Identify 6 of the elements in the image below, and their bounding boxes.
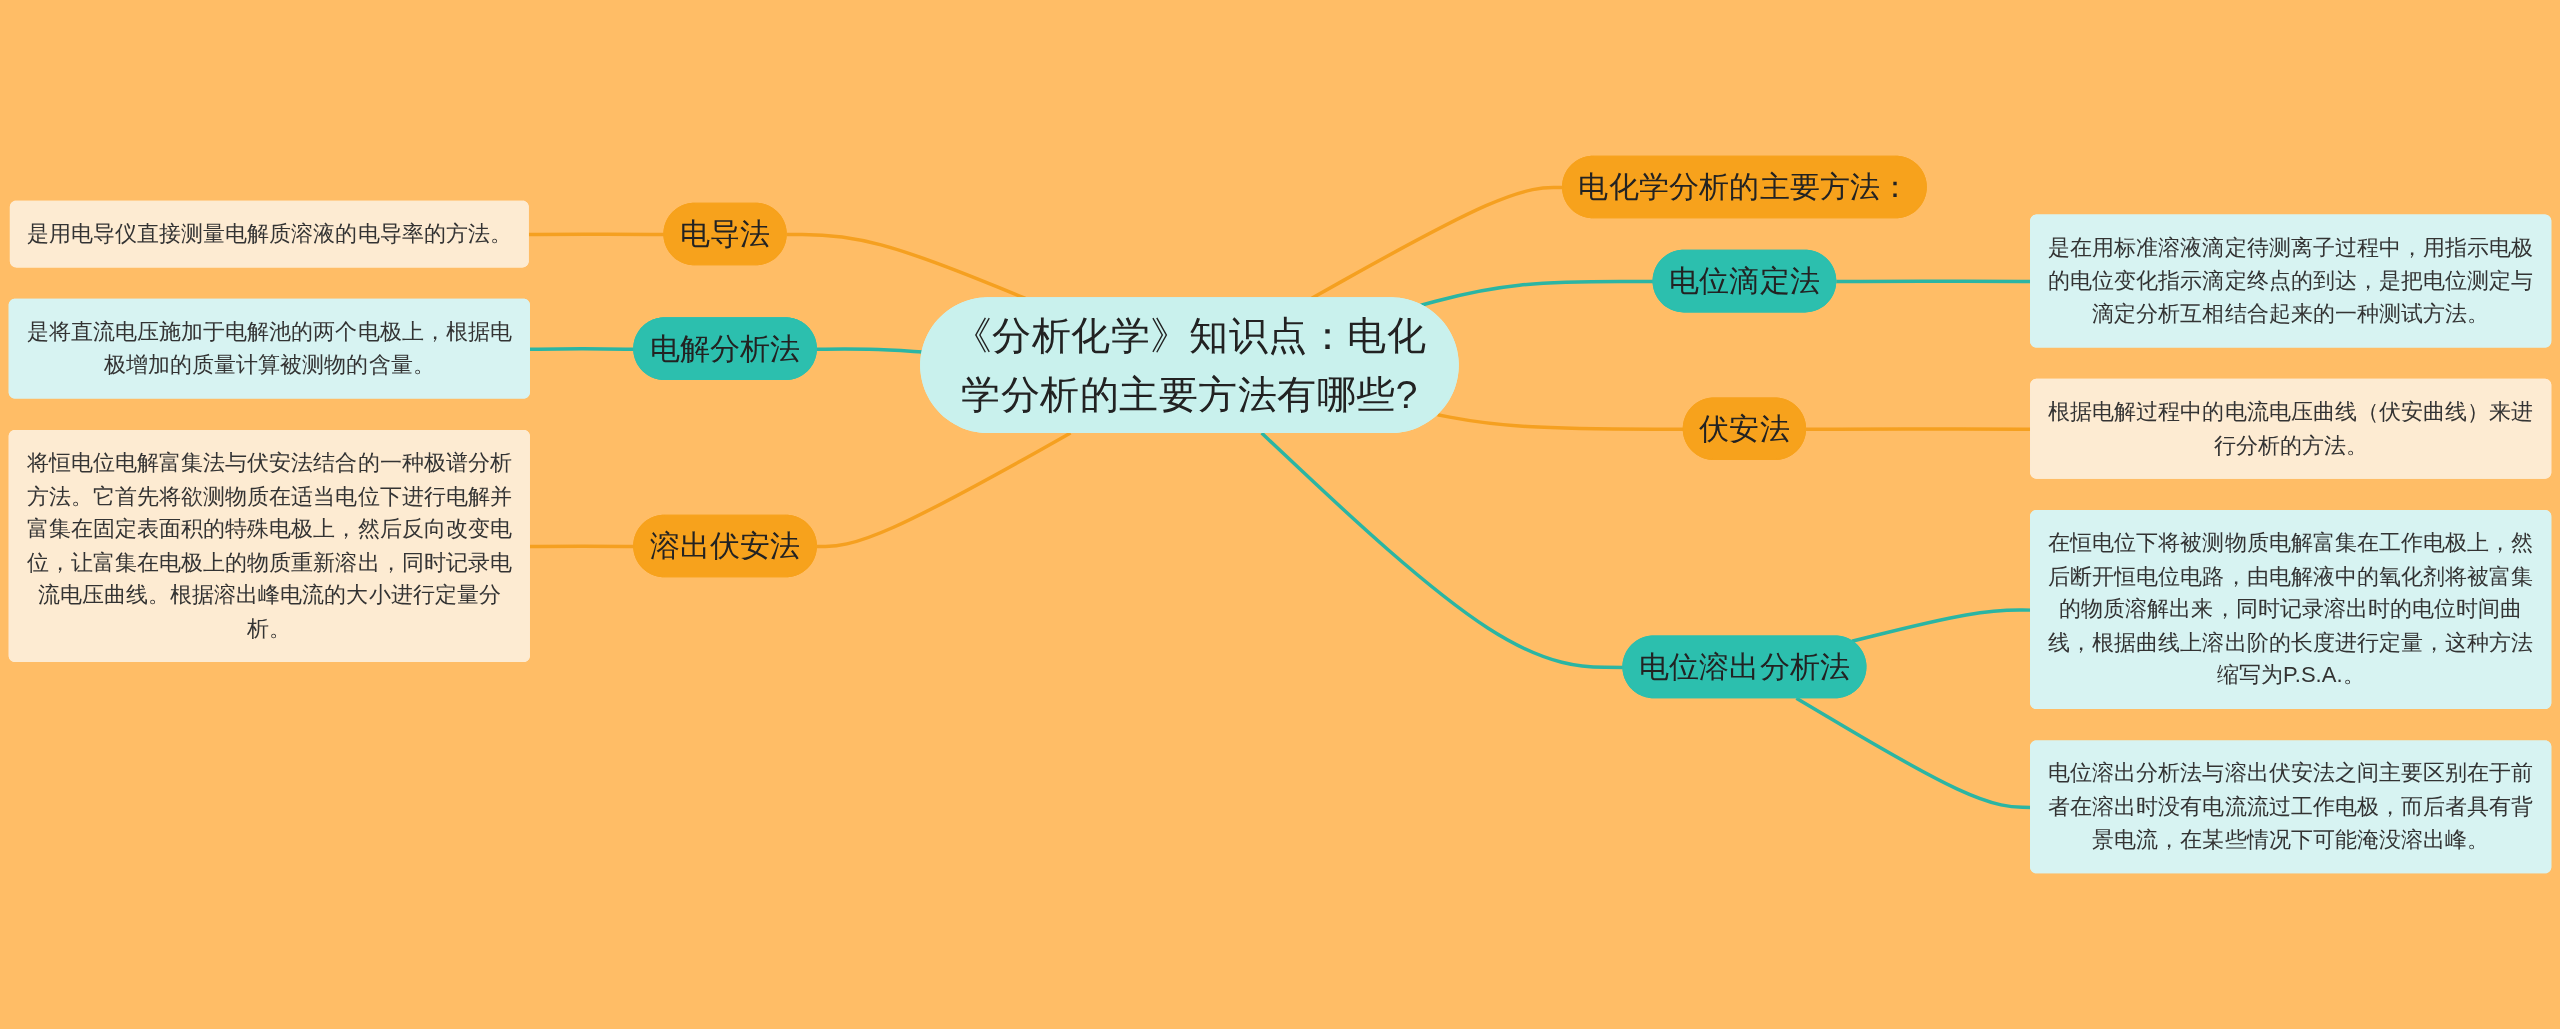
connector <box>1420 279 1654 307</box>
connector <box>816 431 1072 549</box>
connector <box>528 232 665 237</box>
connector <box>1437 413 1684 432</box>
connector <box>816 347 923 354</box>
connector <box>1260 431 1624 670</box>
